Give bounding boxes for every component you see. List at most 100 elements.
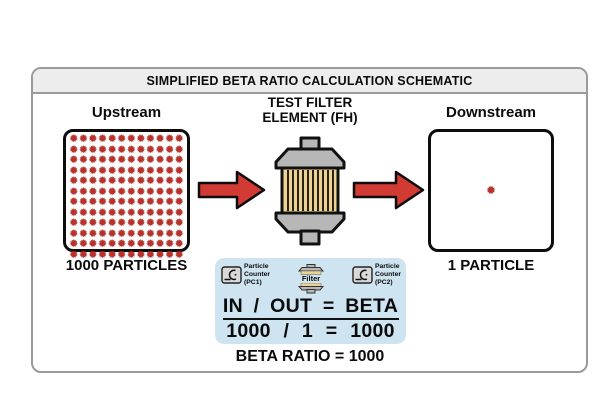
particle: ✹ (88, 217, 98, 229)
particle: ✹ (98, 154, 107, 166)
particle: ✹ (165, 175, 175, 187)
particle: ✹ (117, 154, 127, 166)
particle: ✹ (126, 133, 136, 145)
particle: ✹ (155, 133, 165, 145)
particle-counter-icon (221, 266, 242, 284)
particle: ✹ (69, 164, 79, 177)
legend-row: Particle Counter (PC1) Filter (215, 258, 406, 294)
particle: ✹ (146, 217, 155, 229)
particle: ✹ (155, 248, 165, 261)
particle: ✹ (155, 175, 165, 187)
particle: ✹ (78, 143, 88, 156)
particle: ✹ (126, 196, 136, 208)
test-filter-element-icon (274, 136, 346, 246)
particle: ✹ (165, 154, 175, 166)
particle: ✹ (146, 206, 155, 219)
particle: ✹ (117, 238, 127, 250)
particle: ✹ (146, 164, 155, 177)
particle-counter-icon (352, 266, 373, 284)
particle: ✹ (88, 185, 98, 198)
mini-filter-top-icon (298, 264, 324, 275)
particle: ✹ (165, 143, 175, 156)
particle: ✹ (107, 217, 117, 229)
particle: ✹ (146, 238, 155, 250)
particle: ✹ (78, 133, 88, 145)
particle: ✹ (107, 164, 117, 177)
particle: ✹ (155, 238, 165, 250)
particle: ✹ (136, 206, 146, 219)
particle: ✹ (155, 196, 165, 208)
particle: ✹ (146, 248, 155, 261)
upstream-box: ✹✹✹✹✹✹✹✹✹✹✹✹✹✹✹✹✹✹✹✹✹✹✹✹✹✹✹✹✹✹✹✹✹✹✹✹✹✹✹✹… (63, 129, 190, 260)
particle: ✹ (126, 248, 136, 261)
particle: ✹ (88, 238, 98, 250)
mini-filter-bottom-icon (298, 283, 324, 294)
particle: ✹ (69, 217, 79, 229)
particle: ✹ (98, 248, 107, 261)
particle: ✹ (174, 206, 184, 219)
particle: ✹ (98, 238, 107, 250)
equation-denominator: 1000 / 1 = 1000 (226, 320, 395, 342)
upstream-particle-grid: ✹✹✹✹✹✹✹✹✹✹✹✹✹✹✹✹✹✹✹✹✹✹✹✹✹✹✹✹✹✹✹✹✹✹✹✹✹✹✹✹… (69, 133, 184, 260)
legend-pc2: Particle Counter (PC2) (352, 263, 401, 287)
particle: ✹ (78, 227, 88, 240)
particle: ✹ (146, 154, 155, 166)
particle: ✹ (117, 175, 127, 187)
particle: ✹ (107, 154, 117, 166)
particle: ✹ (88, 133, 98, 145)
particle: ✹ (69, 143, 79, 156)
particle: ✹ (155, 154, 165, 166)
particle: ✹ (165, 238, 175, 250)
particle: ✹ (107, 143, 117, 156)
particle: ✹ (136, 185, 146, 198)
particle: ✹ (155, 227, 165, 240)
particle: ✹ (174, 238, 184, 250)
particle: ✹ (174, 217, 184, 229)
particle: ✹ (78, 217, 88, 229)
pc1-label: Particle Counter (PC1) (244, 263, 271, 287)
particle: ✹ (174, 164, 184, 177)
particle: ✹ (126, 175, 136, 187)
particle: ✹ (136, 175, 146, 187)
particle: ✹ (69, 238, 79, 250)
particle: ✹ (136, 238, 146, 250)
particle: ✹ (174, 185, 184, 198)
particle: ✹ (88, 175, 98, 187)
particle: ✹ (136, 164, 146, 177)
particle: ✹ (117, 248, 127, 261)
particle: ✹ (146, 227, 155, 240)
legend-filter: Filter (293, 264, 329, 294)
particle: ✹ (117, 164, 127, 177)
page-title: SIMPLIFIED BETA RATIO CALCULATION SCHEMA… (146, 73, 473, 88)
particle: ✹ (88, 227, 98, 240)
particle: ✹ (98, 143, 107, 156)
particle: ✹ (117, 133, 127, 145)
flow-arrow-right-icon (352, 170, 425, 210)
particle: ✹ (136, 133, 146, 145)
particle: ✹ (155, 217, 165, 229)
particle: ✹ (165, 164, 175, 177)
flow-arrow-left-icon (197, 170, 266, 210)
downstream-count-label: 1 PARTICLE (447, 257, 535, 274)
particle: ✹ (98, 133, 107, 145)
particle: ✹ (88, 206, 98, 219)
particle: ✹ (146, 185, 155, 198)
particle: ✹ (126, 227, 136, 240)
particle: ✹ (98, 196, 107, 208)
particle: ✹ (78, 206, 88, 219)
beta-ratio-result: BETA RATIO = 1000 (235, 348, 385, 365)
particle: ✹ (165, 133, 175, 145)
particle: ✹ (155, 143, 165, 156)
particle: ✹ (78, 238, 88, 250)
particle: ✹ (117, 206, 127, 219)
particle: ✹ (126, 164, 136, 177)
particle: ✹ (117, 227, 127, 240)
particle: ✹ (146, 175, 155, 187)
particle: ✹ (136, 154, 146, 166)
particle: ✹ (126, 206, 136, 219)
particle: ✹ (98, 227, 107, 240)
particle: ✹ (107, 238, 117, 250)
particle: ✹ (107, 248, 117, 261)
particle: ✹ (98, 185, 107, 198)
downstream-box: ✹ (428, 129, 554, 252)
